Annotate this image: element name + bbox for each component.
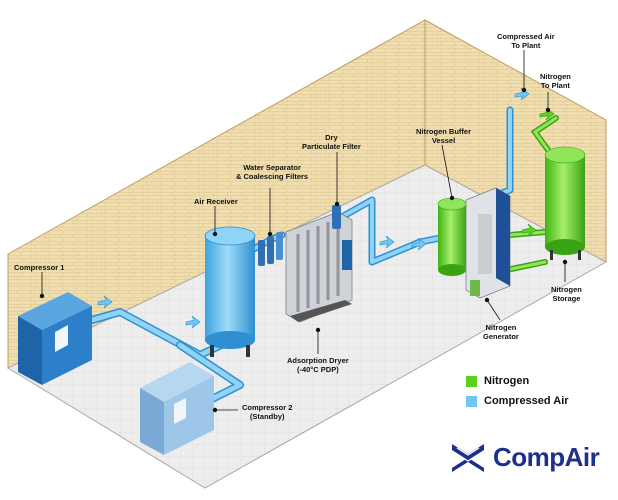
brand-logo: CompAir xyxy=(448,440,600,474)
air-flow-arrow xyxy=(185,315,201,329)
particulate-filter xyxy=(332,205,341,229)
compair-mark-icon xyxy=(452,444,484,472)
nitrogen-flow-arrow xyxy=(521,223,537,237)
brand-name: CompAir xyxy=(493,441,600,472)
coalescing-filters xyxy=(258,232,283,266)
label-compressor-1: Compressor 1 xyxy=(14,263,65,272)
compressor-2 xyxy=(140,362,214,455)
legend-nitrogen: Nitrogen xyxy=(466,375,529,387)
air-flow-arrow xyxy=(379,235,395,249)
label-air-receiver: Air Receiver xyxy=(194,197,238,206)
nitrogen-generator xyxy=(465,187,511,299)
label-water-separator: Water Separator& Coalescing Filters xyxy=(236,163,309,181)
compressed-air-swatch xyxy=(466,395,477,407)
label-compressor-2: Compressor 2(Standby) xyxy=(242,403,293,421)
air-flow-arrow xyxy=(411,237,427,251)
compressor-1 xyxy=(18,292,92,385)
legend-compressed-air: Compressed Air xyxy=(466,395,569,407)
air-receiver xyxy=(204,226,256,357)
nitrogen-storage xyxy=(544,146,586,260)
nitrogen-swatch xyxy=(466,375,477,387)
legend-label: Compressed Air xyxy=(484,395,569,407)
nitrogen-buffer-vessel xyxy=(437,197,467,276)
flow-arrows xyxy=(97,87,555,329)
legend-label: Nitrogen xyxy=(484,375,530,387)
air-flow-arrow xyxy=(97,295,113,309)
label-adsorption-dryer: Adsorption Dryer(-40°C PDP) xyxy=(287,356,349,374)
leader-lines xyxy=(39,50,568,413)
adsorption-dryer xyxy=(285,211,353,323)
